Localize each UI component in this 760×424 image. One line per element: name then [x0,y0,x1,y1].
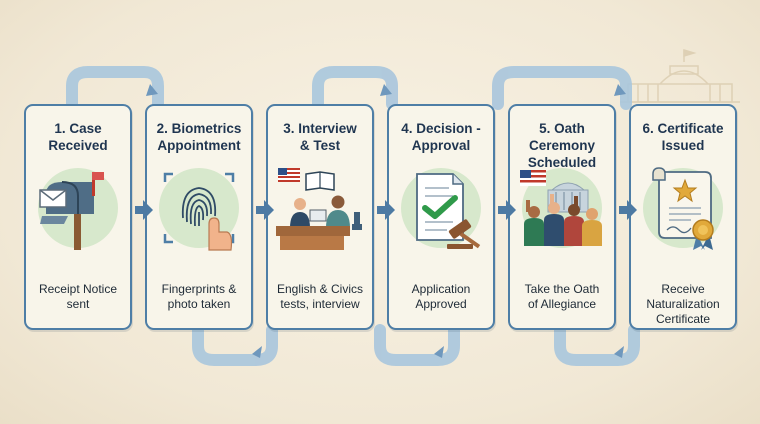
connector-arrowheads [146,84,626,358]
loop-connectors [66,66,640,366]
step-description: Application Approved [411,282,471,311]
interview-icon [276,168,362,250]
next-step-arrow-icon [619,200,637,220]
fingerprint-icon [159,168,239,251]
seal-icon [692,219,714,250]
step-title: 4. Decision - Approval [401,121,481,153]
step-title: 1. Case Received [48,121,108,153]
step-card-2: 2. Biometrics Appointment Fingerprints &… [145,104,253,330]
step-card-3: 3. Interview & Test English & Civics tes… [266,104,374,330]
step-card-6: 6. Certificate Issued Receive Naturaliza… [629,104,737,330]
step-title: 2. Biometrics Appointment [156,121,242,153]
step-title: 6. Certificate Issued [642,121,724,153]
book-icon [305,171,335,191]
step-card-4: 4. Decision - Approval Application Appro… [387,104,495,330]
step-description: Fingerprints & photo taken [161,282,237,311]
next-step-arrow-icon [256,200,274,220]
step-description: English & Civics tests, interview [276,282,364,311]
step-description: Receipt Notice sent [38,282,118,311]
step-card-5: 5. Oath Ceremony Scheduled [508,104,616,330]
us-flag-icon [520,170,546,186]
step-card-1: 1. Case Received Receipt Notice sent [24,104,132,330]
step-title: 5. Oath Ceremony Scheduled [527,121,597,170]
next-step-arrow-icon [377,200,395,220]
next-step-arrow-icon [135,200,153,220]
us-flag-icon [278,168,300,182]
mailbox-icon [38,168,118,250]
step-description: Take the Oath of Allegiance [524,282,600,311]
oath-ceremony-icon [520,168,602,248]
next-step-arrow-icon [498,200,516,220]
capitol-building-icon [620,48,740,103]
step-description: Receive Naturalization Certificate [646,282,720,326]
step-title: 3. Interview & Test [283,121,357,153]
gavel-icon [447,219,481,249]
certificate-icon [643,167,723,250]
approval-document-icon [401,168,481,249]
